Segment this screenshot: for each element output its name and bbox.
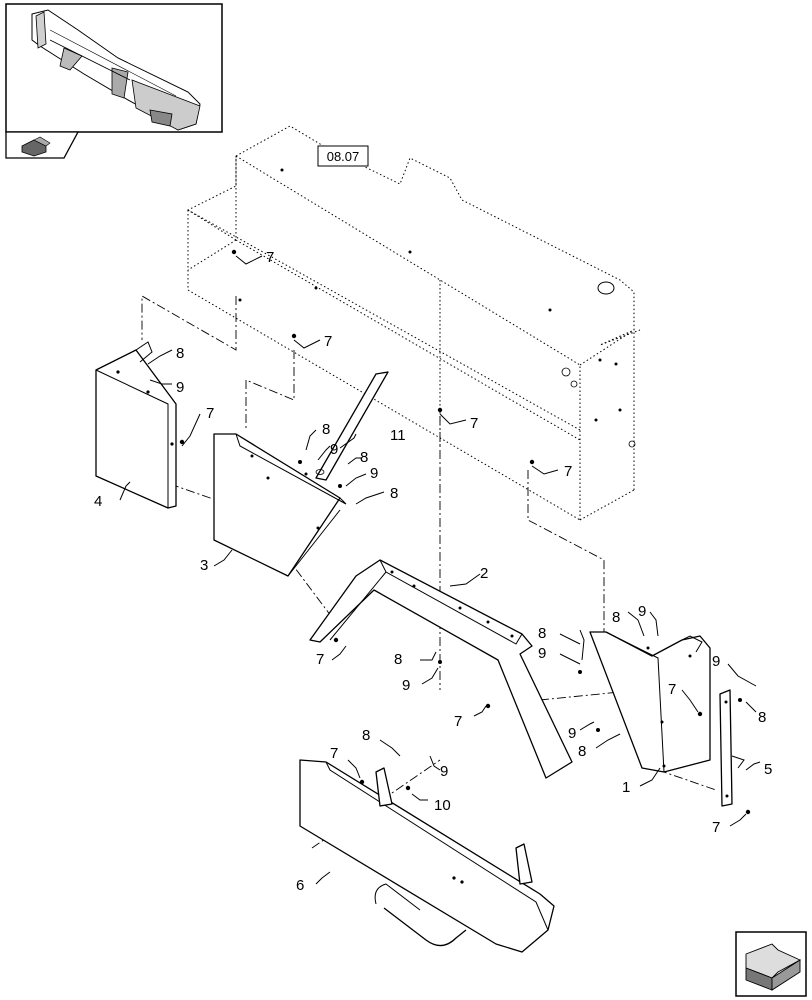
callout-7: 7 (324, 333, 332, 350)
callout-2: 2 (480, 565, 488, 582)
callout-11: 11 (390, 427, 406, 444)
callout-9: 9 (370, 465, 378, 482)
part-1-bracket[interactable] (589, 631, 711, 773)
fasteners (179, 249, 751, 815)
callout-8: 8 (362, 727, 370, 744)
callout-labels: 7 7 7 7 7 7 7 7 7 7 8 8 8 8 8 8 8 8 8 8 … (94, 249, 772, 894)
callout-4: 4 (94, 493, 102, 510)
previous-page-arrow-icon (21, 136, 51, 157)
callout-8: 8 (390, 485, 398, 502)
callout-8: 8 (578, 743, 586, 760)
callout-9: 9 (638, 603, 646, 620)
next-page-arrow-icon (745, 943, 802, 991)
callout-5: 5 (764, 761, 772, 778)
callout-1: 1 (622, 779, 630, 796)
callout-8: 8 (758, 709, 766, 726)
callout-7: 7 (330, 745, 338, 762)
callout-7: 7 (206, 405, 214, 422)
callout-7: 7 (454, 713, 462, 730)
callout-7: 7 (564, 463, 572, 480)
callout-9: 9 (712, 653, 720, 670)
callout-8: 8 (360, 449, 368, 466)
part-4-side-panel[interactable] (95, 341, 177, 509)
assembly-centerlines (141, 295, 717, 849)
leader-lines (119, 255, 761, 885)
callout-7: 7 (266, 249, 274, 266)
callout-9: 9 (568, 725, 576, 742)
next-page-button[interactable] (735, 931, 807, 997)
callout-8: 8 (538, 625, 546, 642)
callout-6: 6 (296, 877, 304, 894)
callout-7: 7 (668, 681, 676, 698)
callout-9: 9 (330, 441, 338, 458)
part-5-strip[interactable] (719, 689, 733, 807)
callout-7: 7 (470, 415, 478, 432)
callout-7: 7 (712, 819, 720, 836)
part-3-angled-panel[interactable] (213, 433, 347, 577)
callout-7: 7 (316, 651, 324, 668)
callout-8: 8 (176, 345, 184, 362)
assembly-thumbnail[interactable] (5, 3, 223, 133)
callout-3: 3 (200, 557, 208, 574)
callout-9: 9 (440, 763, 448, 780)
callout-10: 10 (434, 797, 451, 814)
part-2-fender[interactable] (309, 559, 573, 779)
thumbnail-tab[interactable] (5, 131, 80, 159)
callout-8: 8 (612, 609, 620, 626)
callout-8: 8 (394, 651, 402, 668)
callout-9: 9 (538, 645, 546, 662)
assembly-thumbnail-icon (31, 9, 201, 131)
callout-9: 9 (402, 677, 410, 694)
reference-label-text: 08.07 (327, 149, 360, 164)
part-6-lower-box[interactable] (299, 759, 555, 953)
reference-label[interactable]: 08.07 (317, 145, 369, 167)
callout-8: 8 (322, 421, 330, 438)
part-11-strap[interactable] (315, 371, 389, 481)
callout-9: 9 (176, 379, 184, 396)
